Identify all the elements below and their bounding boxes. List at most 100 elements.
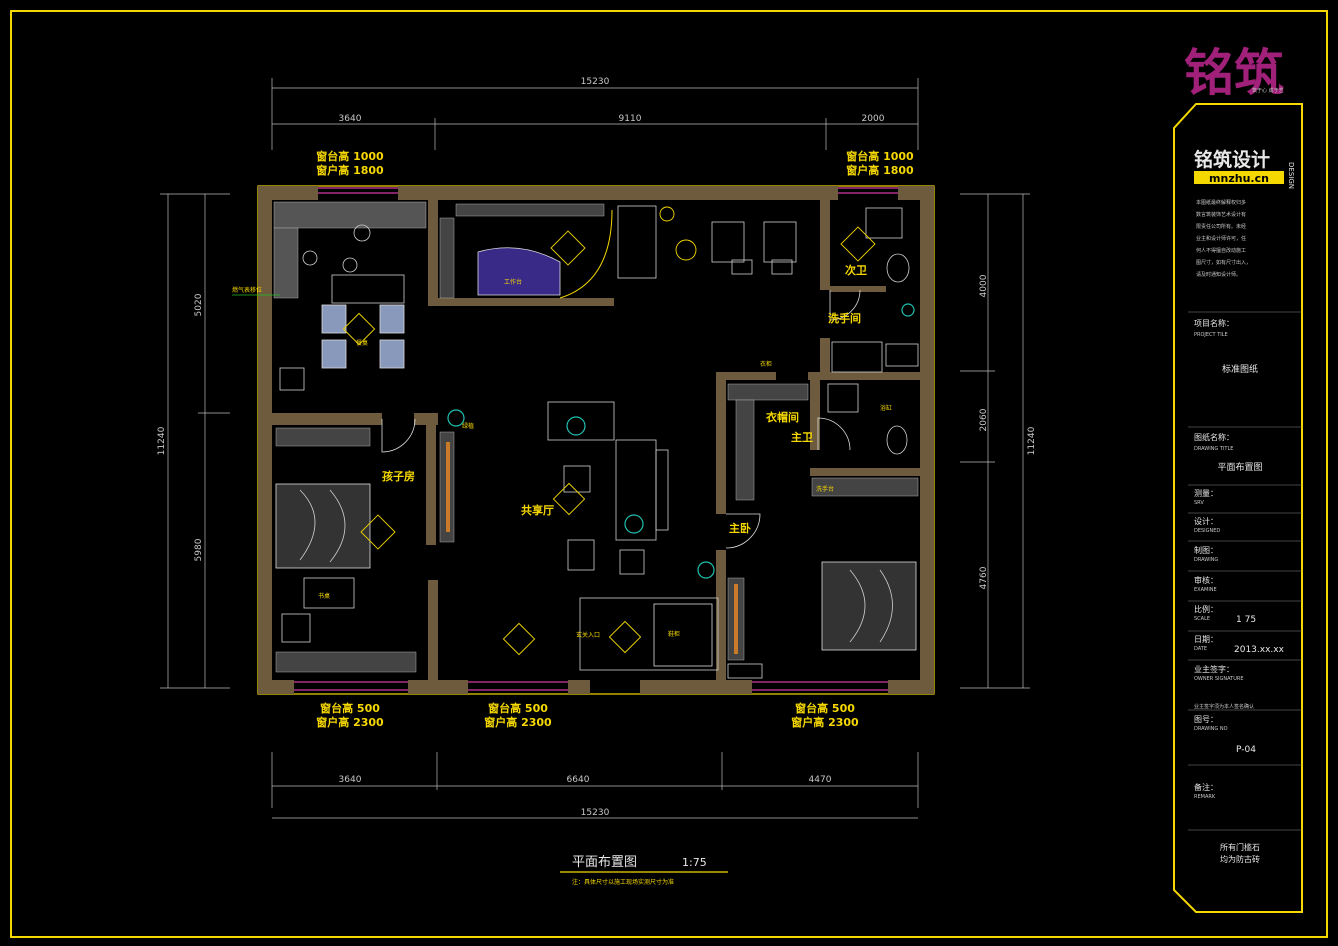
label-work-table: 工作台	[504, 278, 522, 286]
drawing-name-value: 平面布置图	[1217, 461, 1262, 473]
plan-note: 注：具体尺寸以施工现场实测尺寸为准	[572, 878, 674, 886]
drawn-label: 制图：	[1194, 545, 1218, 555]
dim-top-3: 2000	[862, 114, 885, 124]
project-name-label: 项目名称：	[1194, 318, 1234, 328]
project-name-en: PROJECT TILE	[1194, 332, 1228, 338]
dim-right-total: 11240	[1027, 426, 1037, 455]
room-labels: 孩子房 共享厅 衣帽间 主卫 主卧 次卫 洗手间	[382, 263, 867, 535]
surveyed-en: SRV	[1194, 500, 1204, 506]
address-line-1: 所有门槛石	[1220, 842, 1260, 852]
doors	[381, 289, 861, 549]
dim-top-1: 3640	[339, 114, 362, 124]
dim-bottom-3: 4470	[809, 775, 832, 785]
drawn-en: DRAWING	[1194, 557, 1218, 563]
label-wardrobe: 衣柜	[760, 360, 772, 368]
remark-label: 备注：	[1194, 782, 1218, 792]
dim-right-1: 4000	[979, 274, 989, 297]
room-master-bath: 主卫	[791, 430, 813, 444]
notice-line: 请及时通知设计师。	[1196, 271, 1241, 278]
drawing-no-label: 图号：	[1194, 715, 1218, 724]
notice-line: 图尺寸，如有尺寸出入，	[1196, 259, 1251, 266]
room-closet: 衣帽间	[766, 410, 799, 424]
date-value: 2013.xx.xx	[1234, 645, 1285, 655]
room-living: 共享厅	[521, 503, 554, 517]
title-block: 铭筑 筑于心 成于艺 铭筑设计 mnzhu.cn DESIGN 本图纸最终解释权…	[1173, 44, 1303, 913]
notice-line: 业主和设计师许可，任	[1196, 235, 1246, 242]
notice-line: 限责任公司所有。未经	[1196, 223, 1246, 230]
owner-en: OWNER SIGNATURE	[1194, 676, 1244, 682]
label-bathtub: 浴缸	[880, 404, 892, 412]
drawing-name-en: DRAWING TITLE	[1194, 446, 1233, 452]
date-label: 日期：	[1194, 635, 1218, 644]
notice-line: 数言筑装饰艺术设计有	[1196, 211, 1246, 218]
scale-label: 比例：	[1194, 604, 1218, 614]
label-entrance: 玄关入口	[576, 631, 600, 639]
design-en: DESIGNED	[1194, 528, 1220, 534]
windows	[294, 187, 898, 691]
dim-top-2: 9110	[619, 114, 642, 124]
dim-bottom-total: 15230	[581, 808, 610, 818]
window-note-sill: 窗台高 500	[795, 701, 855, 715]
dim-right-2: 2060	[979, 408, 989, 431]
label-shoe-cabinet: 鞋柜	[668, 630, 680, 638]
room-master-bedroom: 主卧	[729, 521, 751, 535]
window-note-height: 窗户高 1800	[316, 163, 384, 177]
window-note-height: 窗户高 1800	[846, 163, 914, 177]
check-label: 审核：	[1194, 575, 1218, 585]
dim-bottom-2: 6640	[567, 775, 590, 785]
dim-left-2: 5980	[194, 538, 204, 561]
scale-value: 1 75	[1236, 615, 1256, 625]
dimension-lines	[160, 78, 1030, 819]
dim-left-total: 11240	[157, 426, 167, 455]
window-note-height: 窗户高 2300	[791, 715, 859, 729]
drawing-no-value: P-04	[1236, 745, 1256, 755]
design-label: 设计：	[1194, 516, 1218, 526]
drawing-name-label: 图纸名称：	[1194, 432, 1234, 442]
window-note-sill: 窗台高 500	[320, 701, 380, 715]
brand-web: mnzhu.cn	[1209, 172, 1269, 185]
owner-note: 业主签字须为本人签名确认	[1194, 703, 1254, 710]
label-plant: 绿植	[462, 422, 474, 430]
plan-scale: 1:75	[682, 856, 707, 869]
dim-right-3: 4760	[979, 566, 989, 589]
furniture	[273, 201, 919, 679]
brand-logo: 铭筑	[1184, 44, 1284, 102]
drawing-frame	[10, 10, 1328, 938]
window-notes: 窗台高 1000 窗户高 1800 窗台高 1000 窗户高 1800 窗台高 …	[316, 149, 914, 729]
room-washroom: 洗手间	[828, 311, 861, 325]
notice-line: 何人不得擅自改动施工	[1196, 247, 1246, 254]
owner-label: 业主签字：	[1194, 664, 1234, 674]
dim-top-total: 15230	[581, 77, 610, 87]
index-markers	[342, 206, 876, 656]
notice-line: 本图纸最终解释权归多	[1196, 199, 1246, 206]
remark-en: REMARK	[1194, 794, 1216, 800]
brand-company: 铭筑设计	[1194, 148, 1270, 171]
window-note-sill: 窗台高 1000	[846, 149, 914, 163]
dim-bottom-1: 3640	[339, 775, 362, 785]
small-labels: 工作台 洗手台 浴缸 玄关入口 鞋柜 餐桌 书桌 燃气表移位 绿植 衣柜	[232, 278, 892, 639]
label-dining: 餐桌	[356, 339, 368, 347]
project-name-value: 标准图纸	[1222, 363, 1258, 375]
window-note-height: 窗户高 2300	[484, 715, 552, 729]
room-kids: 孩子房	[382, 469, 415, 483]
dim-left-1: 5020	[194, 293, 204, 316]
drawing-no-en: DRAWING NO	[1194, 726, 1228, 732]
room-guest-bath: 次卫	[845, 263, 867, 277]
label-study-desk: 书桌	[318, 592, 330, 600]
label-sink: 洗手台	[816, 485, 834, 493]
notice-lines: 本图纸最终解释权归多 数言筑装饰艺术设计有 限责任公司所有。未经 业主和设计师许…	[1196, 199, 1251, 278]
brand-logo-sub: 筑于心 成于艺	[1252, 87, 1284, 94]
plan-title-block: 平面布置图 1:75 注：具体尺寸以施工现场实测尺寸为准	[560, 855, 728, 886]
address-line-2: 均为防古砖	[1220, 854, 1260, 864]
window-note-sill: 窗台高 500	[488, 701, 548, 715]
check-en: EXAMINE	[1194, 587, 1217, 593]
surveyed-label: 测量：	[1194, 489, 1218, 498]
plan-title: 平面布置图	[572, 855, 637, 870]
brand-side-word: DESIGN	[1287, 162, 1295, 189]
window-note-sill: 窗台高 1000	[316, 149, 384, 163]
dimension-texts: 15230 3640 9110 2000 3640 6640 4470 1523…	[157, 77, 1037, 818]
walls	[258, 186, 934, 694]
window-note-height: 窗户高 2300	[316, 715, 384, 729]
scale-en: SCALE	[1194, 616, 1210, 622]
